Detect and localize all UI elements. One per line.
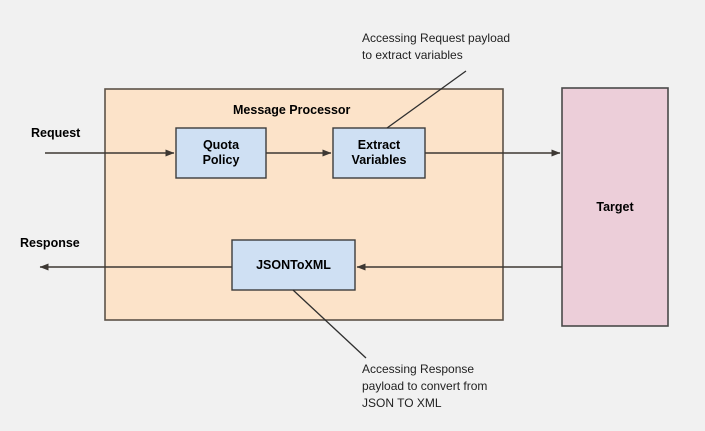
response-annotation-leader bbox=[292, 289, 367, 359]
message-processor-title: Message Processor bbox=[233, 103, 351, 117]
request-label: Request bbox=[31, 126, 81, 140]
jsontoxml-box bbox=[231, 239, 356, 291]
target-box bbox=[561, 87, 669, 327]
quota-policy-box bbox=[175, 127, 267, 179]
response-label: Response bbox=[20, 236, 80, 250]
response-annotation-text: Accessing Response payload to convert fr… bbox=[362, 362, 488, 411]
extract-variables-box bbox=[332, 127, 426, 179]
request-annotation-leader bbox=[386, 70, 467, 129]
request-annotation-text: Accessing Request payload to extract var… bbox=[362, 31, 511, 63]
